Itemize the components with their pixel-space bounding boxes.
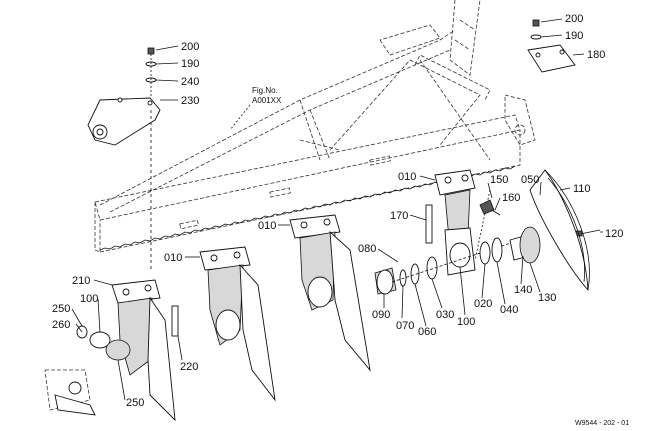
drawing-code: W9544 - 202 - 01 (575, 420, 629, 427)
callout-250: 250 (52, 303, 70, 315)
shank-assembly-mid-left (199, 246, 276, 402)
callout-labels: 200 190 240 230 Fig.No. A001XX 200 190 1… (52, 13, 629, 427)
main-frame (94, 0, 536, 253)
shank-assembly-mid-right (289, 214, 371, 372)
callout-050: 050 (521, 174, 539, 186)
callout-150: 150 (490, 174, 508, 186)
callout-220: 220 (180, 361, 198, 373)
callout-010: 010 (258, 220, 276, 232)
leader-lines (71, 18, 603, 401)
fig-no-label: Fig.No. (252, 86, 278, 95)
bracket-230 (87, 47, 161, 270)
callout-090: 090 (372, 309, 390, 321)
callout-010: 010 (164, 252, 182, 264)
callout-250: 250 (126, 397, 144, 409)
callout-170: 170 (390, 210, 408, 222)
callout-100: 100 (80, 293, 98, 305)
callout-160: 160 (502, 192, 520, 204)
callout-110: 110 (573, 183, 591, 195)
callout-210: 210 (72, 275, 90, 287)
callout-060: 060 (418, 326, 436, 338)
callout-200: 200 (565, 13, 583, 25)
callout-080: 080 (358, 243, 376, 255)
callout-010: 010 (398, 171, 416, 183)
callout-230: 230 (181, 95, 199, 107)
callout-070: 070 (396, 320, 414, 332)
fig-no-value: A001XX (252, 96, 282, 105)
callout-260: 260 (52, 319, 70, 331)
callout-190: 190 (565, 30, 583, 42)
callout-180: 180 (587, 49, 605, 61)
callout-140: 140 (514, 284, 532, 296)
callout-190: 190 (181, 58, 199, 70)
callout-020: 020 (474, 298, 492, 310)
callout-240: 240 (181, 76, 199, 88)
shank-assembly-right (425, 169, 501, 276)
disc-110 (529, 169, 590, 292)
callout-120: 120 (605, 228, 623, 240)
callout-130: 130 (538, 292, 556, 304)
callout-040: 040 (500, 304, 518, 316)
callout-100: 100 (457, 316, 475, 328)
callout-030: 030 (436, 309, 454, 321)
plate-180 (527, 19, 576, 73)
bearing-stack (374, 226, 601, 295)
shank-assembly-left (44, 279, 179, 422)
callout-200: 200 (181, 41, 199, 53)
